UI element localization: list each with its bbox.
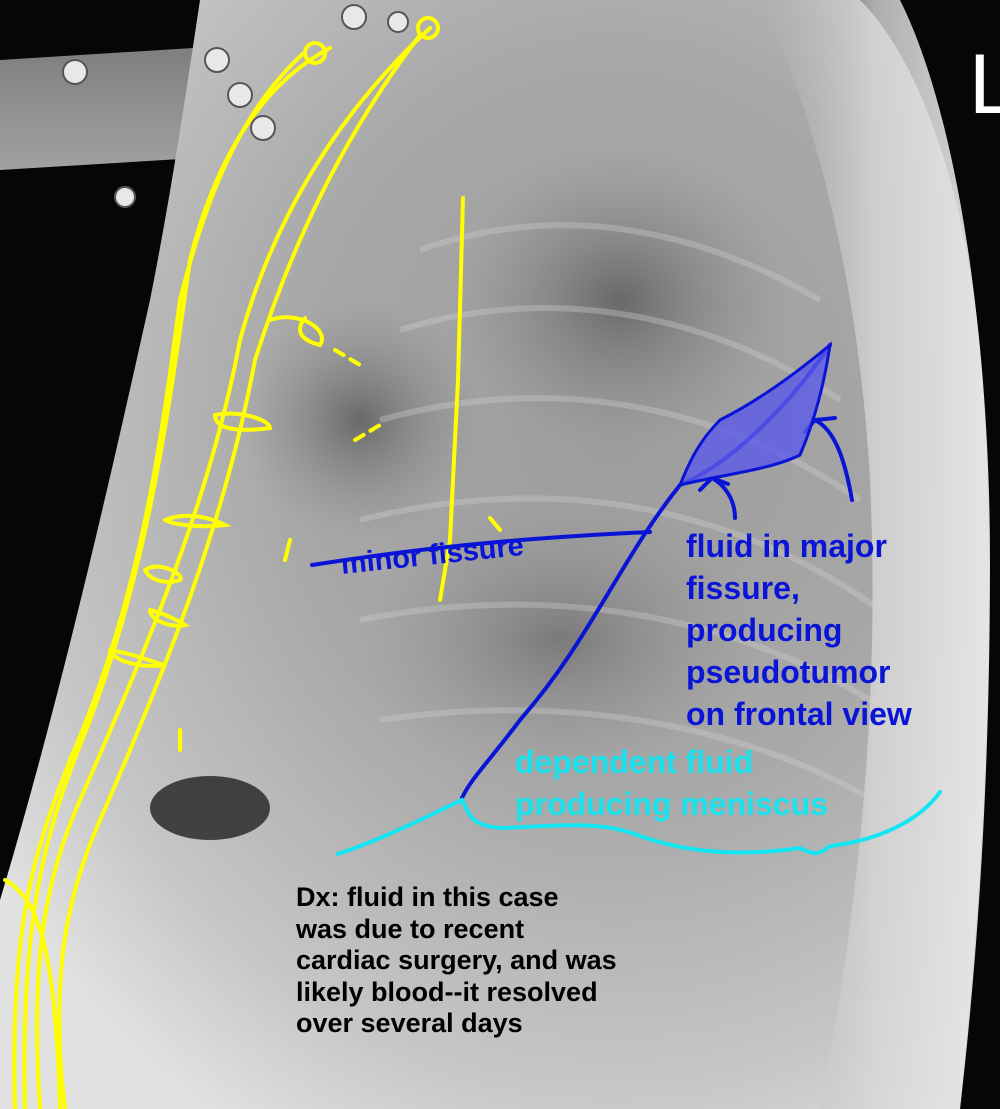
upper-lung (450, 150, 790, 450)
diagnosis-text: Dx: fluid in this case was due to recent… (296, 882, 617, 1038)
fluid-pseudotumor-fill (677, 341, 833, 488)
ecg-electrodes (62, 4, 409, 208)
yellow-annotations (3, 16, 502, 1109)
orientation-marker-l: L (968, 39, 1000, 132)
dependent-fluid-label: dependent fluid producing meniscus (515, 744, 828, 822)
retrosternal-lung (240, 300, 480, 540)
cyan-meniscus-line (336, 790, 942, 856)
spine-region (760, 0, 990, 1109)
major-fissure-label: fluid in major fissure, producing pseudo… (686, 528, 912, 732)
lower-lung (360, 500, 760, 780)
ribs (359, 222, 922, 833)
gastric-bubble (150, 776, 270, 840)
